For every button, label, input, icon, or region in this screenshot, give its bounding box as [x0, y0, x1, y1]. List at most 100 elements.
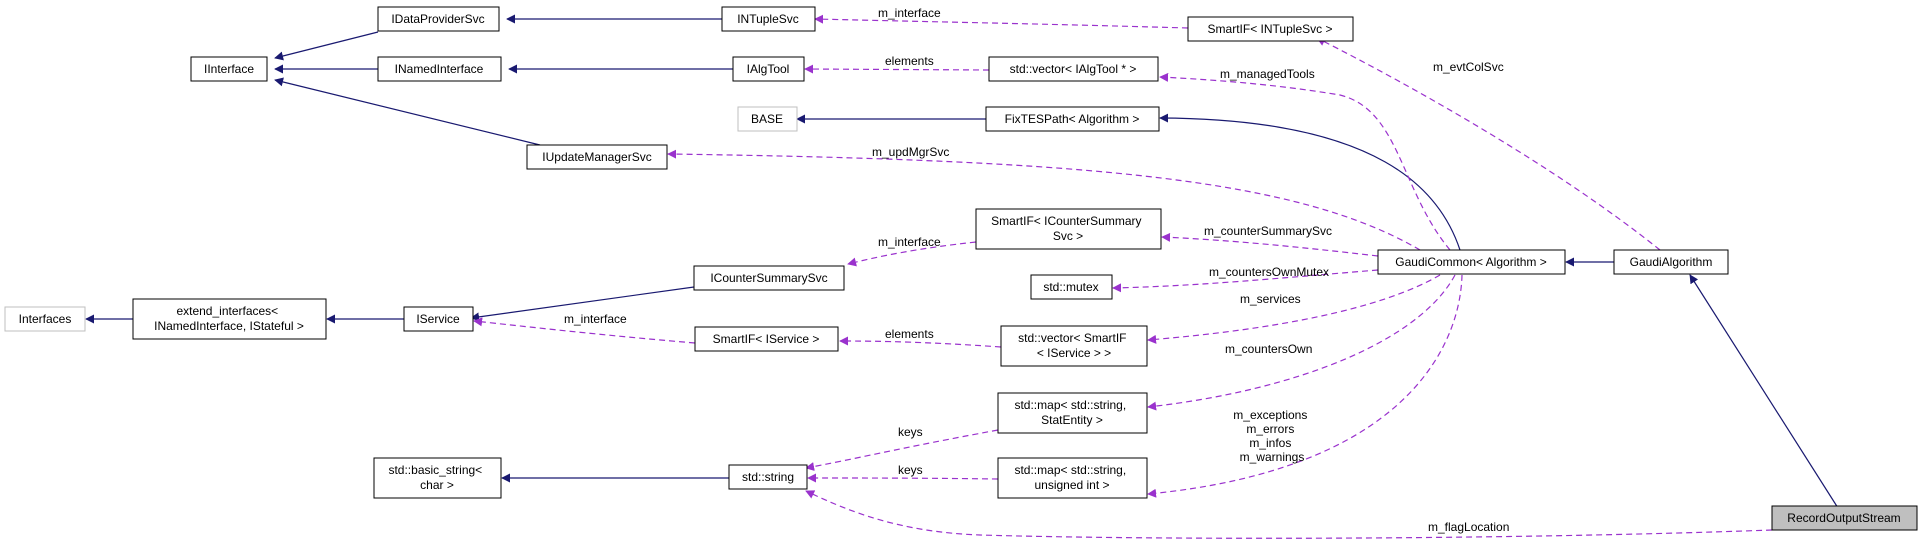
node-fixtespath[interactable]: FixTESPath< Algorithm > [985, 106, 1160, 132]
node-map-statentity-label: std::map< std::string, StatEntity > [1014, 398, 1129, 427]
nodes: IInterface IDataProviderSvc INTupleSvc S… [4, 6, 1918, 531]
node-smartif-icountersummarysvc-line2: Svc > [1053, 229, 1083, 243]
label-m-countersown: m_countersOwn [1225, 342, 1312, 356]
label-m-errors: m_errors [1246, 422, 1294, 436]
node-map-statentity-line2: StatEntity > [1041, 413, 1103, 427]
node-ialgtool-label: IAlgTool [747, 62, 790, 76]
node-inamedinterface-label: INamedInterface [395, 62, 484, 76]
node-icountersummarysvc-label: ICounterSummarySvc [710, 271, 827, 285]
edge-labels: m_interface elements m_managedTools m_ev… [564, 6, 1509, 534]
label-m-warnings: m_warnings [1240, 450, 1305, 464]
node-inamedinterface[interactable]: INamedInterface [377, 56, 502, 82]
node-extend-interfaces[interactable]: extend_interfaces< INamedInterface, ISta… [132, 298, 327, 340]
label-m-interface-service: m_interface [564, 312, 627, 326]
node-smartif-iservice[interactable]: SmartIF< IService > [694, 326, 839, 352]
edge-smartif-iservice-to-iservice [473, 317, 696, 344]
label-m-exceptions: m_exceptions [1233, 408, 1307, 422]
edge-iupdatemanagersvc-to-iinterface [274, 77, 541, 146]
node-map-statentity[interactable]: std::map< std::string, StatEntity > [997, 392, 1148, 434]
node-vector-ialgtool[interactable]: std::vector< IAlgTool * > [988, 56, 1159, 82]
node-basic-string-label: std::basic_string< char > [388, 463, 485, 492]
label-m-countersownmutex: m_countersOwnMutex [1209, 265, 1329, 279]
label-m-services: m_services [1240, 292, 1301, 306]
node-gaudialgorithm-label: GaudiAlgorithm [1630, 255, 1713, 269]
node-vector-smartif-iservice[interactable]: std::vector< SmartIF < IService > > [1000, 325, 1148, 367]
label-m-interface-ntuple: m_interface [878, 6, 941, 20]
node-extend-interfaces-line1: extend_interfaces< [176, 304, 278, 318]
edge-vector-ialgtool-to-ialgtool [804, 64, 990, 74]
node-vector-ialgtool-label: std::vector< IAlgTool * > [1010, 62, 1137, 76]
edge-gaudicommon-to-fixtespath [1159, 113, 1461, 251]
node-map-uint-line2: unsigned int > [1034, 478, 1109, 492]
edge-gaudicommon-to-iupdatemanagersvc [667, 149, 1421, 251]
node-basic-string[interactable]: std::basic_string< char > [373, 457, 502, 499]
node-vector-smartif-iservice-label: std::vector< SmartIF < IService > > [1018, 331, 1130, 360]
inheritance-edges [85, 14, 1839, 509]
node-idataprovidersvc[interactable]: IDataProviderSvc [377, 6, 500, 32]
node-base[interactable]: BASE [737, 106, 798, 132]
edge-map-uint-to-stdstring [807, 473, 999, 483]
node-map-uint-line1: std::map< std::string, [1014, 463, 1126, 477]
node-recordoutputstream[interactable]: RecordOutputStream [1771, 505, 1918, 531]
node-basic-string-line1: std::basic_string< [388, 463, 482, 477]
node-smartif-icountersummarysvc[interactable]: SmartIF< ICounterSummary Svc > [975, 208, 1162, 250]
edge-smartif-intuple-to-intuplesvc [814, 14, 1189, 29]
edge-smartif-countersummary-to-icountersummarysvc [847, 241, 977, 267]
node-smartif-intuplesvc[interactable]: SmartIF< INTupleSvc > [1187, 16, 1354, 42]
node-map-uint[interactable]: std::map< std::string, unsigned int > [997, 457, 1148, 499]
label-elements-algtool: elements [885, 54, 934, 68]
node-base-label: BASE [751, 112, 783, 126]
node-gaudicommon-label: GaudiCommon< Algorithm > [1395, 255, 1546, 269]
edge-gaudialgorithm-to-smartif-intuple [1316, 37, 1661, 251]
usage-edges [473, 14, 1773, 539]
node-iservice-label: IService [416, 312, 460, 326]
label-m-evtcolsvc: m_evtColSvc [1433, 60, 1504, 74]
label-m-exceptions-group: m_exceptions m_errors m_infos m_warnings [1233, 408, 1310, 464]
node-fixtespath-label: FixTESPath< Algorithm > [1005, 112, 1140, 126]
node-map-uint-label: std::map< std::string, unsigned int > [1014, 463, 1129, 492]
label-m-updmgrsvc: m_updMgrSvc [872, 145, 949, 159]
label-m-infos: m_infos [1249, 436, 1291, 450]
node-iupdatemanagersvc[interactable]: IUpdateManagerSvc [526, 144, 668, 170]
edge-map-statentity-to-stdstring [805, 429, 999, 471]
node-std-string[interactable]: std::string [728, 464, 808, 490]
node-extend-interfaces-label: extend_interfaces< INamedInterface, ISta… [154, 304, 304, 333]
node-smartif-icountersummarysvc-label: SmartIF< ICounterSummary Svc > [991, 214, 1145, 243]
edge-gaudicommon-to-vector-smartif-iservice [1147, 274, 1441, 344]
node-basic-string-line2: char > [420, 478, 454, 492]
node-iinterface[interactable]: IInterface [190, 56, 268, 82]
node-idataprovidersvc-label: IDataProviderSvc [391, 12, 484, 26]
node-interfaces[interactable]: Interfaces [4, 306, 86, 332]
label-m-flaglocation: m_flagLocation [1428, 520, 1509, 534]
node-smartif-icountersummarysvc-line1: SmartIF< ICounterSummary [991, 214, 1141, 228]
node-smartif-iservice-label: SmartIF< IService > [713, 332, 820, 346]
edge-icountersummarysvc-to-iservice [470, 286, 695, 322]
node-std-mutex[interactable]: std::mutex [1030, 274, 1113, 300]
node-intuplesvc[interactable]: INTupleSvc [721, 6, 816, 32]
edge-gaudicommon-to-stdmutex [1112, 269, 1379, 293]
node-std-string-label: std::string [742, 470, 794, 484]
node-std-mutex-label: std::mutex [1043, 280, 1098, 294]
node-map-statentity-line1: std::map< std::string, [1014, 398, 1126, 412]
node-iupdatemanagersvc-label: IUpdateManagerSvc [542, 150, 651, 164]
edge-gaudicommon-to-smartif-countersummary [1161, 232, 1379, 257]
node-icountersummarysvc[interactable]: ICounterSummarySvc [693, 265, 845, 291]
node-vector-smartif-iservice-line1: std::vector< SmartIF [1018, 331, 1126, 345]
edge-gaudicommon-to-map-uint [1147, 274, 1463, 498]
node-iinterface-label: IInterface [204, 62, 254, 76]
node-interfaces-label: Interfaces [19, 312, 72, 326]
edge-recordoutputstream-to-gaudialgorithm [1689, 274, 1839, 509]
label-keys-uint: keys [898, 463, 923, 477]
edge-gaudicommon-to-vector-ialgtool [1159, 72, 1451, 251]
label-m-interface-counter: m_interface [878, 235, 941, 249]
label-m-managedtools: m_managedTools [1220, 67, 1315, 81]
node-gaudialgorithm[interactable]: GaudiAlgorithm [1613, 249, 1729, 275]
node-gaudicommon[interactable]: GaudiCommon< Algorithm > [1377, 249, 1566, 275]
edge-recordoutputstream-to-stdstring [805, 490, 1773, 539]
edge-vector-smartif-iservice-to-smartif-iservice [839, 336, 1002, 348]
label-keys-stat: keys [898, 425, 923, 439]
node-recordoutputstream-label: RecordOutputStream [1787, 511, 1900, 525]
node-ialgtool[interactable]: IAlgTool [732, 56, 805, 82]
node-iservice[interactable]: IService [403, 306, 474, 332]
